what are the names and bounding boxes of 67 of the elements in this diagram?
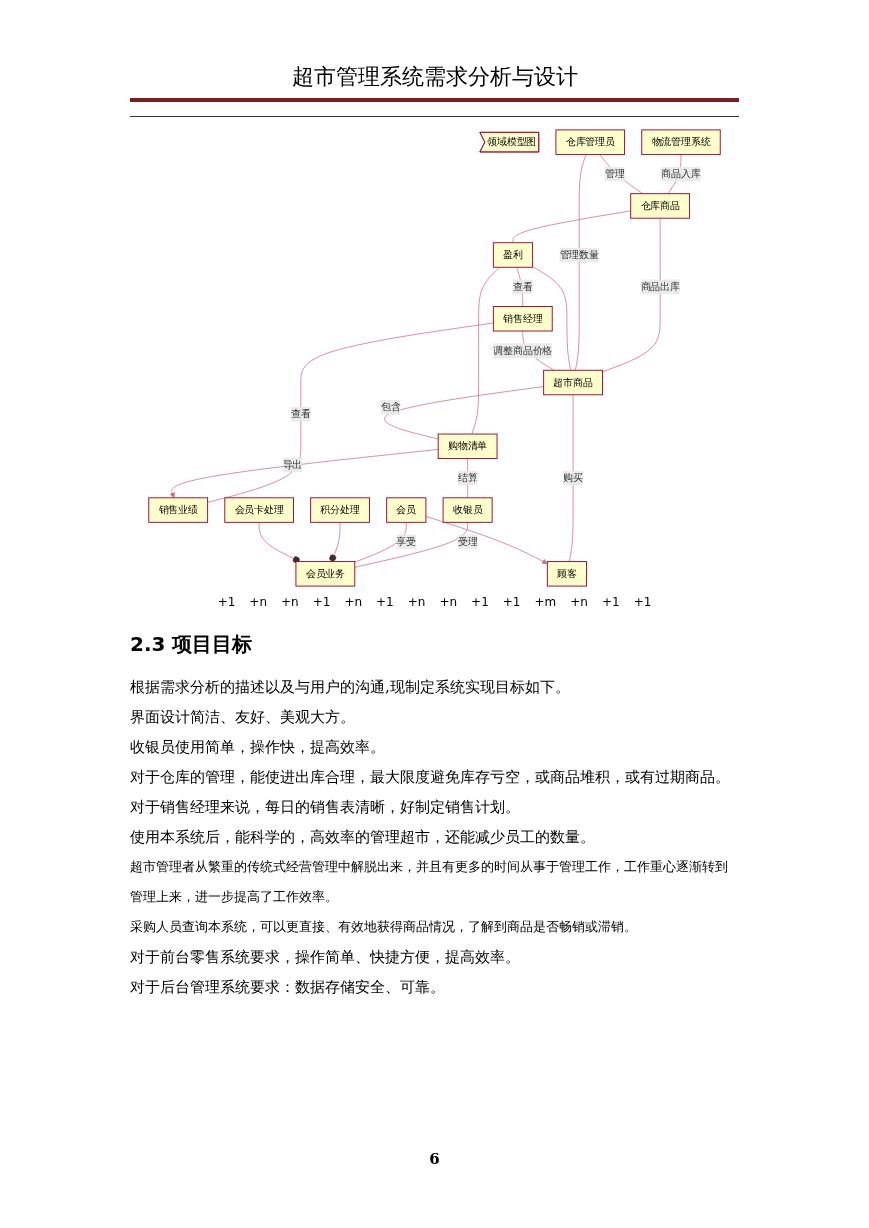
node-box: 会员卡处理 — [224, 497, 294, 523]
paragraph: 界面设计简洁、友好、美观大方。 — [130, 707, 356, 728]
node-box: 盈利 — [492, 242, 534, 268]
edge-label: 包含 — [380, 401, 401, 413]
multiplicity-label: +1 — [312, 595, 331, 609]
multiplicity-label: +1 — [376, 595, 394, 609]
multiplicity-label: +n — [439, 595, 458, 609]
edge-label: 管理数量 — [559, 248, 599, 261]
connector — [568, 394, 574, 562]
node-box: 销售经理 — [492, 306, 553, 332]
node-box: 收银员 — [442, 497, 493, 523]
edge-label: 购买 — [563, 472, 583, 484]
paragraph: 收银员使用简单，操作快，提高效率。 — [130, 737, 386, 758]
paragraph: 对于前台零售系统要求，操作简单、快捷方便，提高效率。 — [130, 947, 521, 968]
multiplicity-label: +1 — [502, 595, 521, 609]
connector — [384, 386, 544, 440]
paragraph: 对于后台管理系统要求：数据存储安全、可靠。 — [130, 977, 446, 998]
paragraph: 对于仓库的管理，能使进出库合理，最大限度避免库存亏空，或商品堆积，或有过期商品。 — [130, 767, 731, 788]
paragraph: 超市管理者从繁重的传统式经营管理中解脱出来，并且有更多的时间从事于管理工作，工作重心逐渐转到管理上来，进一步提高了工作效率。 — [130, 858, 729, 906]
node-box: 购物清单 — [437, 433, 498, 459]
paragraph: 对于销售经理来说，每日的销售表清晰，好制定销售计划。 — [130, 797, 521, 818]
connector — [575, 154, 587, 371]
edge-label: 商品出库 — [640, 280, 680, 293]
multiplicity-label: +n — [344, 595, 363, 609]
multiplicity-label: +1 — [601, 595, 620, 609]
connector — [599, 154, 644, 195]
edge-label: 查看 — [512, 280, 533, 293]
connector — [602, 217, 661, 373]
edge-label: 受理 — [457, 535, 478, 548]
page-number: 6 — [429, 1150, 440, 1168]
multiplicity-label: +n — [249, 595, 267, 609]
connector — [354, 521, 407, 563]
paragraph: 采购人员查询本系统，可以更直接、有效地获得商品情况，了解到商品是否畅销或滞销。 — [130, 918, 638, 936]
edge-label: 管理 — [604, 167, 625, 180]
connector — [207, 322, 494, 503]
multiplicity-label: +n — [407, 595, 426, 609]
edge-label: 查看 — [291, 408, 311, 420]
connector — [512, 210, 632, 244]
edge-label: 调整商品价格 — [493, 344, 553, 357]
section-heading: 2.3 项目目标 — [130, 631, 253, 658]
node-box: 仓库管理员 — [555, 129, 626, 155]
multiplicity-label: +1 — [633, 595, 652, 609]
multiplicity-label: +1 — [471, 595, 489, 609]
connector — [471, 266, 501, 435]
connector — [532, 266, 572, 371]
multiplicity-label: +n — [281, 595, 299, 609]
connector — [516, 266, 524, 307]
edge-label: 导出 — [282, 458, 303, 471]
node-box: 顾客 — [546, 561, 587, 587]
node-box: 销售业绩 — [148, 497, 209, 523]
multiplicity-label: +1 — [217, 595, 236, 609]
paragraph: 根据需求分析的描述以及与用户的沟通,现制定系统实现目标如下。 — [130, 677, 571, 698]
multiplicity-label: +n — [570, 595, 588, 609]
connector — [354, 521, 468, 568]
node-box: 会员 — [386, 497, 427, 523]
edge-label: 结算 — [457, 472, 478, 484]
node-box: 物流管理系统 — [641, 129, 721, 155]
node-box: 仓库商品 — [630, 193, 691, 219]
edge-label: 享受 — [396, 535, 417, 548]
node-box: 会员业务 — [295, 561, 356, 587]
paragraph: 使用本系统后，能科学的，高效率的管理超市，还能减少员工的数量。 — [130, 827, 596, 848]
node-box: 超市商品 — [543, 369, 603, 396]
node-box: 积分处理 — [310, 497, 370, 523]
page-header: 超市管理系统需求分析与设计 — [291, 63, 578, 91]
edge-label: 商品入库 — [661, 167, 701, 180]
multiplicity-label: +m — [534, 595, 557, 609]
connector — [467, 458, 468, 499]
